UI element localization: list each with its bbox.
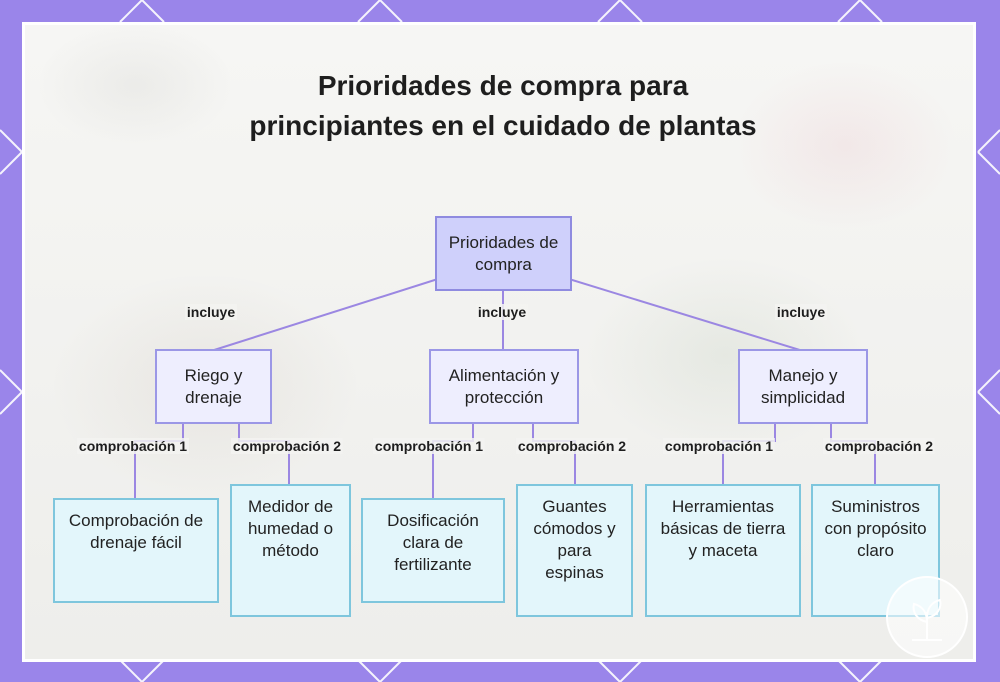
- edge-label-alim-c2: comprobación 2: [515, 438, 629, 454]
- edge-label-manejo-c1: comprobación 1: [662, 438, 776, 454]
- edge-riego-c2: [238, 423, 290, 485]
- node-guantes: Guantes cómodos y para espinas: [516, 484, 633, 617]
- edge-manejo-c2: [830, 423, 876, 485]
- diagram-title: Prioridades de compra para principiantes…: [249, 70, 757, 141]
- edge-label-manejo-c2: comprobación 2: [822, 438, 936, 454]
- node-manejo-simplicidad: Manejo y simplicidad: [738, 349, 868, 424]
- edge-label-incluye-1: incluye: [184, 304, 238, 320]
- node-medidor-humedad: Medidor de humedad o método: [230, 484, 351, 617]
- edge-riego-c1: [134, 423, 184, 499]
- diagram-panel: Prioridades de compra para principiantes…: [22, 22, 976, 662]
- node-root: Prioridades de compra: [435, 216, 572, 291]
- edge-label-alim-c1: comprobación 1: [372, 438, 486, 454]
- node-dosificacion-fertilizante: Dosificación clara de fertilizante: [361, 498, 505, 603]
- edge-alim-c2: [532, 423, 576, 485]
- plant-logo-icon: [886, 576, 968, 658]
- edge-label-incluye-2: incluye: [475, 304, 529, 320]
- node-suministros-label: Suministros con propósito claro: [824, 497, 927, 560]
- edge-label-incluye-3: incluye: [774, 304, 828, 320]
- node-comprobacion-drenaje: Comprobación de drenaje fácil: [53, 498, 219, 603]
- edge-label-riego-c1: comprobación 1: [76, 438, 190, 454]
- edge-root-manejo: [542, 270, 804, 352]
- node-comprobacion-drenaje-label: Comprobación de drenaje fácil: [68, 511, 204, 552]
- node-alimentacion-proteccion-label: Alimentación y protección: [448, 365, 560, 407]
- node-guantes-label: Guantes cómodos y para espinas: [533, 497, 616, 582]
- edge-alim-c1: [432, 423, 474, 499]
- node-herramientas: Herramientas básicas de tierra y maceta: [645, 484, 801, 617]
- node-manejo-simplicidad-label: Manejo y simplicidad: [760, 365, 846, 407]
- edge-root-riego: [210, 270, 464, 352]
- node-medidor-humedad-label: Medidor de humedad o método: [247, 497, 334, 560]
- node-root-label: Prioridades de compra: [448, 232, 559, 274]
- node-alimentacion-proteccion: Alimentación y protección: [429, 349, 579, 424]
- node-riego-drenaje-label: Riego y drenaje: [184, 365, 243, 407]
- concept-map: Prioridades de compra para principiantes…: [25, 25, 973, 659]
- node-dosificacion-fertilizante-label: Dosificación clara de fertilizante: [387, 511, 479, 574]
- node-herramientas-label: Herramientas básicas de tierra y maceta: [660, 497, 786, 560]
- node-riego-drenaje: Riego y drenaje: [155, 349, 272, 424]
- edge-manejo-c1: [722, 423, 776, 485]
- edge-label-riego-c2: comprobación 2: [230, 438, 344, 454]
